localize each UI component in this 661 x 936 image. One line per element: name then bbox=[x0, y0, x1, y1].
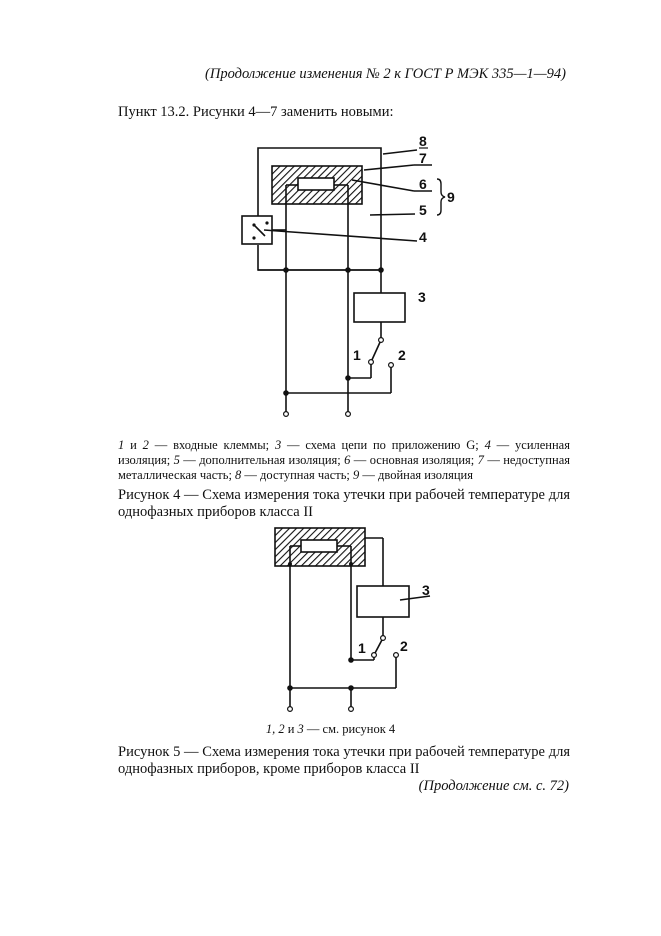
accessible-part-outline bbox=[257, 147, 382, 271]
label-5: 5 bbox=[419, 202, 427, 218]
continuation-header: (Продолжение изменения № 2 к ГОСТ Р МЭК … bbox=[205, 66, 566, 82]
figure4-legend: 1 и 2 — входные клеммы; 3 — схема цепи п… bbox=[118, 438, 570, 482]
figure4-diagram: 8 7 6 5 4 9 3 1 2 bbox=[241, 133, 455, 418]
fig5-label-1: 1 bbox=[358, 640, 366, 656]
label-4: 4 bbox=[419, 229, 427, 245]
label-2: 2 bbox=[398, 347, 406, 363]
figure5-caption: 1, 2 и 3 — см. рисунок 4 bbox=[265, 722, 396, 736]
label-7: 7 bbox=[419, 150, 427, 166]
circuit-box-3 bbox=[353, 292, 406, 323]
fig5-label-2: 2 bbox=[400, 638, 408, 654]
figure4-title: Рисунок 4 — Схема измерения тока утечки … bbox=[118, 487, 570, 520]
label-1: 1 bbox=[353, 347, 361, 363]
intro-text: Пункт 13.2. Рисунки 4—7 заменить новыми: bbox=[118, 104, 394, 120]
figure5-title: Рисунок 5 — Схема измерения тока утечки … bbox=[118, 744, 570, 777]
figure5-diagram: 3 1 2 bbox=[274, 527, 431, 713]
label-8: 8 bbox=[419, 133, 427, 149]
label-9: 9 bbox=[447, 189, 455, 205]
label-6: 6 bbox=[419, 176, 427, 192]
fig5-label-3: 3 bbox=[422, 582, 430, 598]
continuation-footer: (Продолжение см. с. 72) bbox=[418, 778, 569, 794]
heating-element bbox=[297, 177, 335, 191]
label-3: 3 bbox=[418, 289, 426, 305]
